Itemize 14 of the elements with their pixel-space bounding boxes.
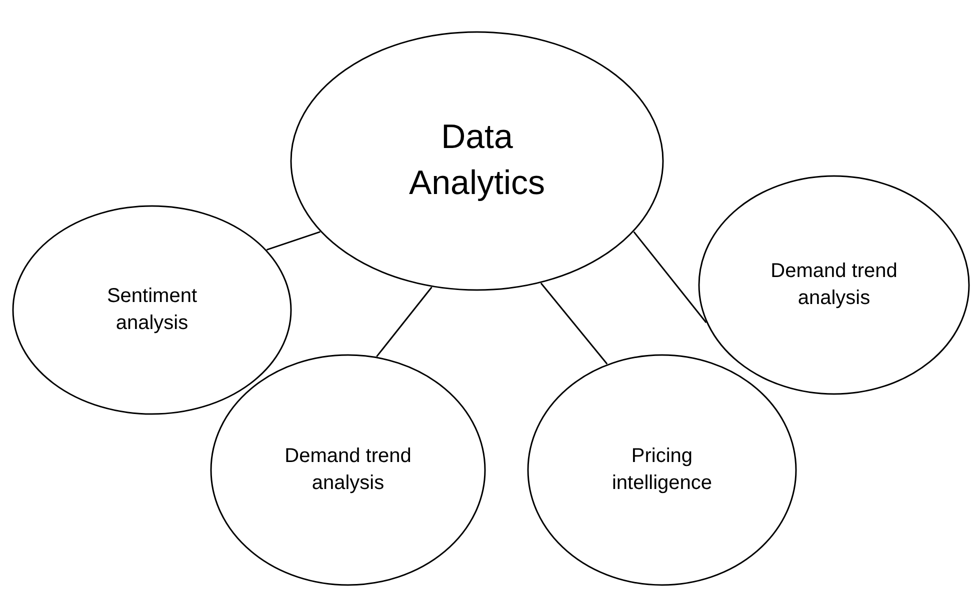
connector-line: [376, 286, 432, 357]
node-label: Demand trend analysis: [770, 259, 898, 311]
ellipse-node: [698, 175, 970, 395]
ellipse-node: [210, 354, 486, 586]
node-label: Pricing intelligence: [610, 444, 714, 496]
ellipse-node: [527, 354, 797, 586]
connector-line: [633, 231, 707, 324]
node-label: Demand trend analysis: [284, 444, 412, 496]
node-label: Data Analytics: [408, 117, 546, 204]
ellipse-node: [12, 205, 292, 415]
connector-line: [266, 231, 320, 250]
node-label: Sentiment analysis: [106, 284, 198, 336]
connector-line: [540, 282, 608, 364]
ellipse-node: [290, 31, 664, 291]
